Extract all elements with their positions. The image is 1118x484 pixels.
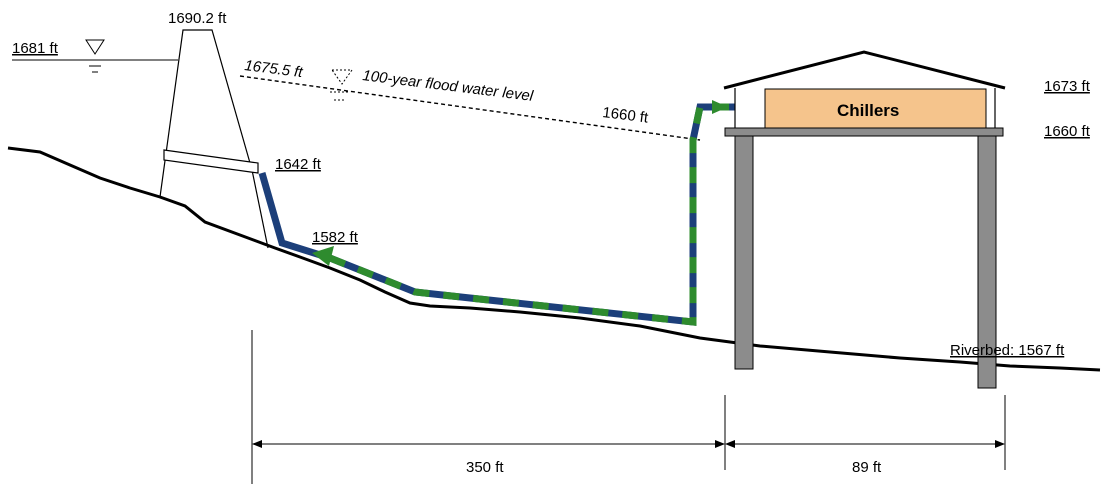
ground-line (7, 146, 1101, 372)
flood-elevation-label: 1675.5 ft (244, 57, 305, 81)
right-pier (977, 135, 997, 389)
flood-caption-label: 100-year flood water level (362, 67, 535, 105)
distance-89-label: 89 ft (852, 459, 882, 476)
dam-outline (159, 29, 269, 249)
intake-elevation-label: 1642 ft (275, 156, 322, 173)
floor-elevation-label: 1660 ft (1044, 123, 1091, 140)
outlet-arrow (312, 246, 334, 266)
distance-350-label: 350 ft (466, 459, 504, 476)
roof-elevation-label: 1673 ft (1044, 78, 1091, 95)
outlet-elevation-label: 1582 ft (312, 229, 359, 246)
flood-level-marker (330, 69, 353, 101)
reservoir-level-label: 1681 ft (12, 40, 59, 57)
chillers-unit (764, 88, 987, 129)
building-floor-slab (724, 127, 1004, 137)
reservoir-level-marker (85, 39, 105, 73)
dimension-lines (251, 330, 1006, 484)
building-roof (723, 50, 1006, 90)
chiller-building (723, 50, 1006, 389)
chillers-label: Chillers (837, 101, 899, 120)
dam-intake-pipe (163, 149, 259, 174)
dam-crest-label: 1690.2 ft (168, 10, 227, 27)
pipeline (258, 100, 735, 326)
flood-at-pipe-label: 1660 ft (602, 104, 650, 127)
riverbed-label: Riverbed: 1567 ft (950, 342, 1065, 359)
flood-water-line (239, 75, 701, 141)
inlet-arrow (712, 100, 728, 114)
left-pier (734, 135, 754, 370)
